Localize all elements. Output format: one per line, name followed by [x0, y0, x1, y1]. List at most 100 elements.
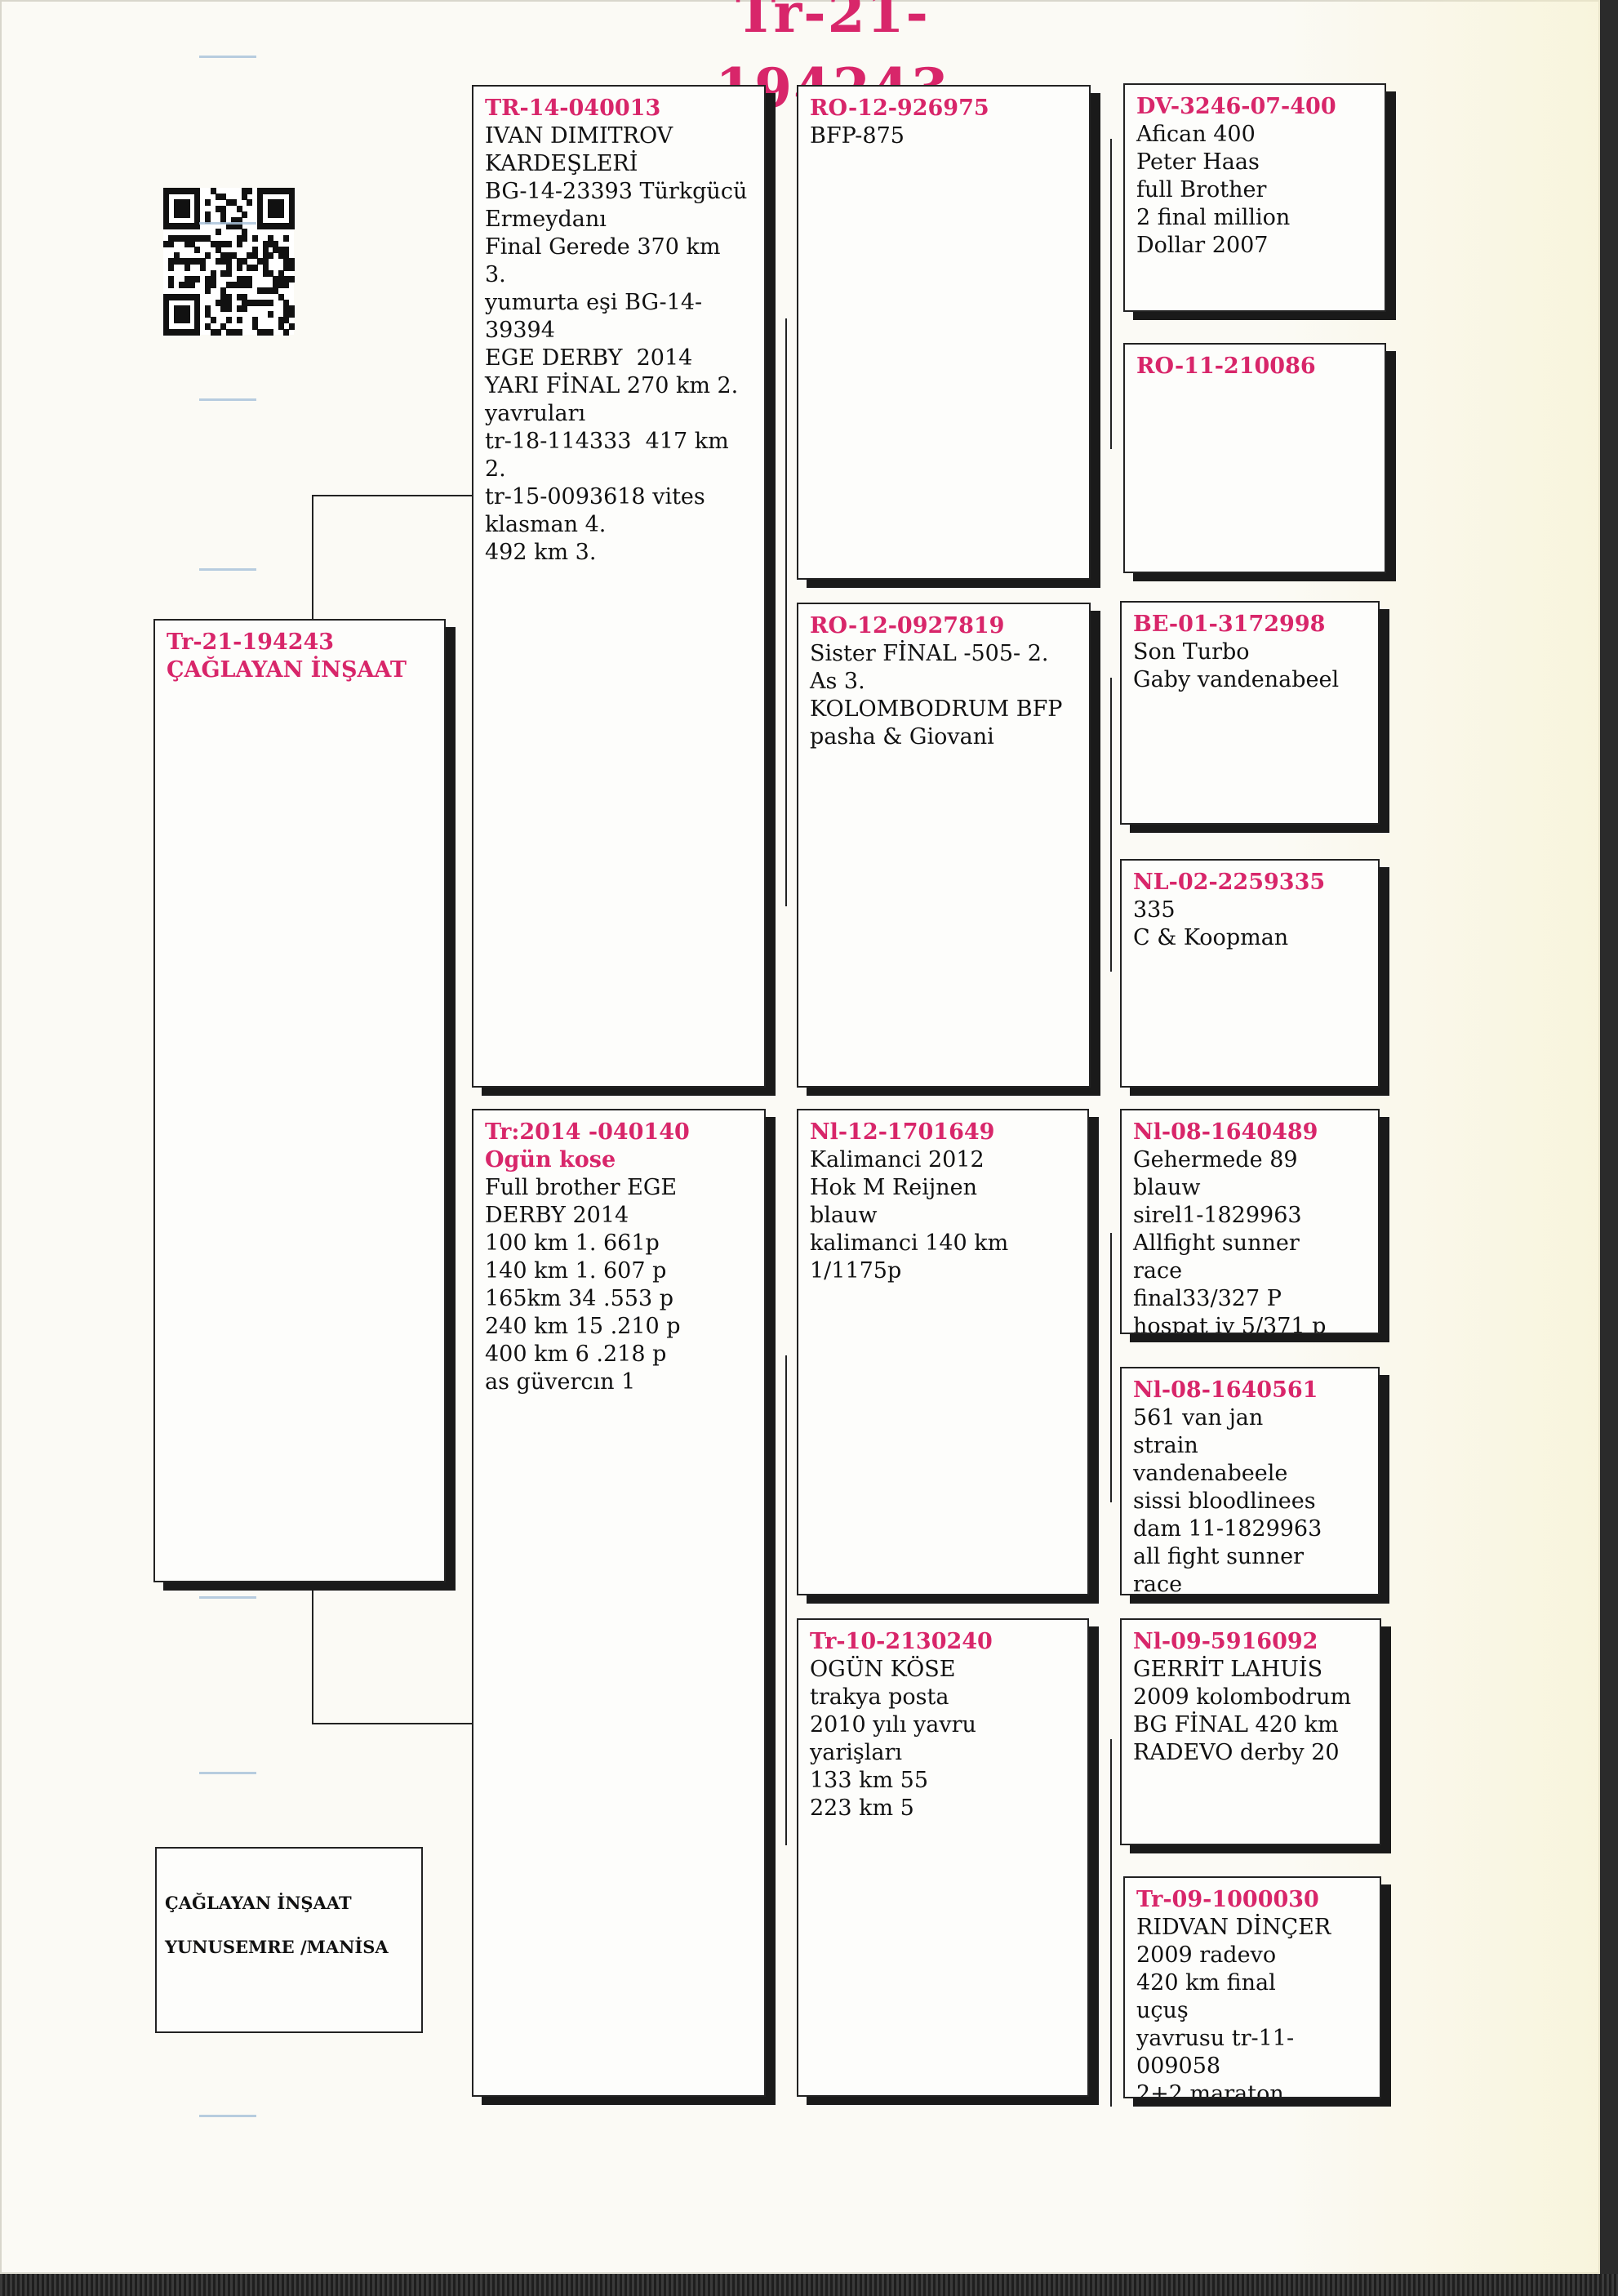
pedigree-note-line: 2009 kolombodrum	[1133, 1684, 1352, 1710]
qr-module	[283, 264, 290, 271]
qr-module	[247, 252, 253, 260]
qr-module	[247, 282, 253, 289]
qr-module	[205, 311, 211, 318]
qr-module	[179, 188, 185, 194]
qr-module	[205, 211, 211, 218]
qr-module	[251, 299, 258, 306]
qr-module	[247, 299, 253, 306]
qr-module	[273, 247, 279, 253]
qr-module	[257, 199, 264, 207]
qr-module	[220, 269, 227, 277]
qr-module	[262, 240, 269, 247]
qr-module	[179, 258, 185, 265]
background-fabric	[0, 2274, 1618, 2296]
qr-module	[184, 234, 190, 242]
qr-module	[283, 305, 290, 312]
ring-number: Nl-08-1640489	[1133, 1119, 1318, 1145]
qr-module	[205, 282, 211, 289]
qr-module	[173, 258, 180, 265]
qr-module	[168, 188, 175, 194]
qr-module	[184, 188, 190, 194]
qr-module	[184, 205, 190, 212]
pedigree-note-line: hospat iv 5/371 p	[1133, 1314, 1327, 1334]
pedigree-note-line: 223 km 5	[810, 1795, 914, 1821]
pedigree-note-line: 133 km 55	[810, 1768, 929, 1793]
qr-module	[251, 317, 258, 324]
qr-module	[278, 247, 284, 253]
ssd-box: RO-11-210086	[1123, 343, 1386, 573]
owner-label: ÇAĞLAYAN İNŞAAT	[167, 657, 407, 683]
pedigree-note-line: 009058	[1136, 2053, 1221, 2079]
qr-module	[251, 247, 258, 253]
qr-module	[278, 269, 284, 277]
qr-module	[273, 188, 279, 194]
qr-module	[189, 328, 195, 336]
pedigree-note-line: 240 km 15 .210 p	[485, 1314, 681, 1339]
qr-module	[273, 276, 279, 283]
qr-module	[247, 264, 253, 271]
qr-module	[257, 328, 264, 336]
pedigree-note-line: BFP-875	[810, 123, 905, 149]
pedigree-note-line: GERRİT LAHUİS	[1133, 1657, 1323, 1682]
margin-mark	[199, 568, 256, 571]
pedigree-note-line: 2+2 maraton	[1136, 2081, 1284, 2098]
qr-module	[194, 194, 201, 201]
qr-module	[194, 199, 201, 207]
qr-module	[205, 252, 211, 260]
qr-module	[225, 223, 232, 230]
qr-module	[268, 211, 273, 218]
qr-module	[220, 305, 227, 312]
pedigree-note-line: Son Turbo	[1133, 639, 1250, 665]
pedigree-note-line: 3.	[485, 262, 506, 287]
connector-line	[1110, 678, 1112, 972]
dam-name: Ogün kose	[485, 1147, 616, 1172]
qr-module	[194, 276, 201, 283]
qr-module	[173, 211, 180, 218]
qr-module	[278, 223, 284, 230]
qr-module	[262, 269, 269, 277]
pedigree-note-line: OGÜN KÖSE	[810, 1657, 956, 1682]
qr-module	[194, 305, 201, 312]
qr-module	[231, 223, 238, 230]
qr-module	[168, 223, 175, 230]
pedigree-note-line: Allfight sunner	[1133, 1230, 1300, 1256]
qr-module	[262, 223, 269, 230]
pedigree-note-line: yarişları	[810, 1740, 903, 1765]
qr-module	[242, 293, 247, 300]
margin-mark	[199, 1772, 256, 1774]
qr-module	[268, 252, 273, 260]
qr-module	[189, 258, 195, 265]
qr-module	[247, 276, 253, 283]
pedigree-note-line: KOLOMBODRUM BFP	[810, 696, 1063, 722]
qr-module	[168, 328, 175, 336]
pedigree-note-line: tr-18-114333 417 km	[485, 429, 729, 454]
qr-module	[231, 252, 238, 260]
qr-module	[236, 276, 242, 283]
qr-module	[220, 217, 227, 224]
pedigree-note-line: 2009 radevo	[1136, 1942, 1277, 1968]
pedigree-note-line: yavrusu tr-11-	[1136, 2026, 1295, 2051]
qr-module	[168, 276, 175, 283]
qr-module	[220, 240, 227, 247]
qr-module	[288, 211, 295, 218]
qr-module	[210, 276, 216, 283]
qr-module	[257, 188, 264, 194]
qr-module	[184, 211, 190, 218]
qr-module	[273, 205, 279, 212]
qr-module	[194, 323, 201, 330]
qr-module	[225, 328, 232, 336]
qr-module	[288, 258, 295, 265]
qr-module	[205, 323, 211, 330]
pedigree-note-line: 2010 yılı yavru	[810, 1712, 976, 1738]
qr-module	[184, 311, 190, 318]
pedigree-note-line: race	[1133, 1258, 1183, 1284]
qr-module	[220, 293, 227, 300]
pedigree-note-line: Hok M Reijnen	[810, 1175, 978, 1200]
ring-number: Tr-10-2130240	[810, 1629, 993, 1654]
qr-module	[242, 211, 247, 218]
qr-module	[257, 211, 264, 218]
qr-module	[236, 205, 242, 212]
qr-module	[194, 317, 201, 324]
